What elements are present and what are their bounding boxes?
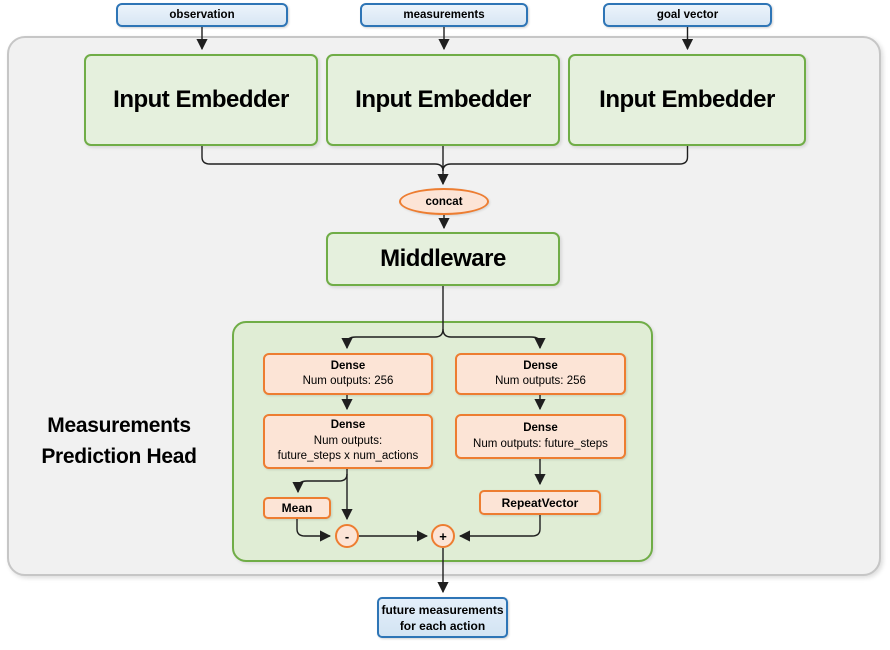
dense-left-1-title: Dense [330,359,366,372]
minus-operator: - [335,524,359,548]
repeat-vector-label: RepeatVector [501,495,579,510]
input-embedder-1: Input Embedder [84,54,318,146]
input-embedder-2-label: Input Embedder [355,86,531,113]
dense-left-2: Dense Num outputs: future_steps x num_ac… [263,414,433,469]
plus-label: + [439,528,447,544]
dense-right-1-title: Dense [523,359,558,372]
dense-left-1: Dense Num outputs: 256 [263,353,433,395]
input-embedder-3: Input Embedder [568,54,806,146]
output-label-line1: future measurements [381,602,504,617]
input-embedder-3-label: Input Embedder [599,86,775,113]
input-node-goal-vector: goal vector [603,3,772,27]
input-node-observation: observation [116,3,288,27]
repeat-vector-node: RepeatVector [479,490,601,515]
dense-left-2-outputs-value: future_steps x num_actions [277,450,419,463]
mean-label: Mean [281,501,313,515]
output-node: future measurements for each action [377,597,508,638]
head-title-line2: Prediction Head [41,445,197,468]
head-title-line1: Measurements [47,414,191,437]
output-label-line2: for each action [399,618,486,633]
dense-right-2: Dense Num outputs: future_steps [455,414,626,459]
goal-vector-label: goal vector [656,9,719,21]
dense-right-2-outputs: Num outputs: future_steps [473,437,608,450]
dense-right-1-outputs: Num outputs: 256 [495,375,586,387]
middleware-node: Middleware [326,232,560,286]
concat-node: concat [399,188,489,215]
concat-label: concat [425,195,463,208]
input-embedder-1-label: Input Embedder [113,86,289,113]
dense-left-2-title: Dense [330,419,366,432]
observation-label: observation [169,9,235,21]
head-title: Measurements Prediction Head [19,410,219,472]
plus-operator: + [431,524,455,548]
minus-label: - [344,528,350,544]
input-embedder-2: Input Embedder [326,54,560,146]
input-node-measurements: measurements [360,3,528,27]
dense-right-1: Dense Num outputs: 256 [455,353,626,395]
dense-right-2-title: Dense [523,422,558,434]
middleware-label: Middleware [380,245,506,272]
measurements-label: measurements [403,9,485,21]
mean-node: Mean [263,497,331,519]
dense-left-2-outputs: Num outputs: [313,434,383,447]
dense-left-1-outputs: Num outputs: 256 [302,375,394,387]
